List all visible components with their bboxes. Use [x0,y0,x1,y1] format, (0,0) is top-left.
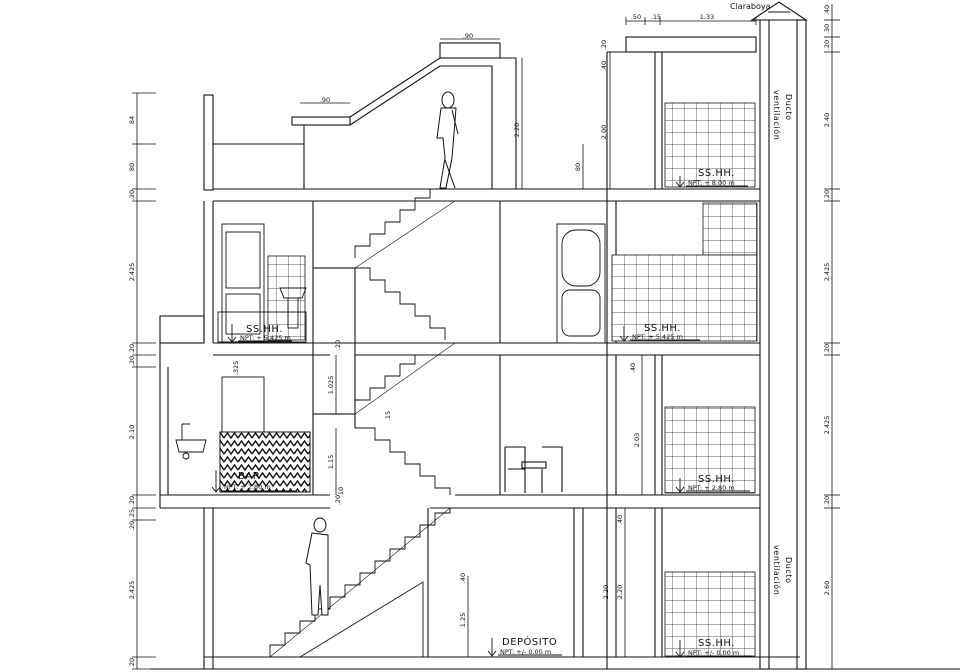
inner-dim-12: .40 [629,363,637,373]
inner-dim-13: .40 [616,515,624,525]
inner-dim-6: 1.025 [327,376,335,395]
inner-dimension-lines [335,52,643,657]
left-dim-1: 80 [128,163,136,171]
inner-dim-15: 1.25 [459,613,467,627]
left-dim-5: .20 [128,356,136,366]
right-dimension-chain [824,4,840,670]
room-label-deposito: DEPÓSITO [502,635,557,648]
right-dim-3: 2.40 [823,113,831,127]
inner-dim-0: 2.20 [513,123,521,137]
inner-dim-7: 1.15 [327,455,335,469]
inner-dim-14: 2.20 [616,585,624,599]
inner-dim-16: .40 [459,573,467,583]
level-deposito: NPT: +/- 0.00 m [500,648,551,656]
right-dim-2: .20 [823,40,831,50]
room-label-sshh-bottom: SS.HH. [698,638,735,649]
room-label-sshh-mid-right: SS.HH. [698,474,735,485]
left-dim-11: .20 [128,658,136,668]
inner-dim-4: .20 [600,40,608,50]
room-label-sshh-upper-left: SS.HH. [246,324,283,335]
wall-tiles [267,102,758,657]
skylight-label: Claraboya [730,2,771,11]
room-label-bar: BAR [238,471,260,482]
right-dim-9: 2.60 [823,581,831,595]
level-upper-left: NPT: + 5.425 m [240,334,291,342]
right-dim-1: .30 [823,24,831,34]
left-dim-0: 84 [128,116,136,124]
left-dim-10: 2.425 [128,581,136,600]
left-dim-9: .20 [128,521,136,531]
inner-dim-17: 2.20 [602,585,610,599]
level-markers [211,176,752,658]
human-figure-lower [305,517,329,616]
right-dim-0: .40 [823,5,831,15]
top-dimension-lines [300,17,757,104]
sanitary-fixtures [175,287,307,460]
dining-chairs [504,446,563,493]
left-dim-7: .20 [128,496,136,506]
level-top: NPT: + 8.00 m [688,179,735,187]
vent-label-upper-1: Ducto [784,94,793,121]
level-upper-right: NPT: + 5.425 m [632,333,683,341]
level-bottom: NPT: +/- 0.00 m [688,649,739,657]
level-bar: NPT: + 2.80 m [224,483,271,491]
left-dim-2: .20 [128,190,136,200]
inner-dim-2: 80 [574,163,582,171]
top-dim-0: .90 [463,32,473,40]
inner-dim-11: 2.03 [633,433,641,447]
building-structure [150,1,960,670]
top-dim-4: 1.33 [700,13,714,21]
bar-counter [219,431,311,493]
top-dim-2: .50 [631,13,641,21]
vent-label-lower-2: ventilación [772,545,782,595]
vent-label-upper-2: ventilación [772,90,782,140]
right-dim-7: 2.425 [823,416,831,435]
vent-label-lower-1: Ducto [784,557,793,584]
inner-dim-5: .20 [334,340,342,350]
right-dim-6: .20 [823,344,831,354]
level-mid-right: NPT: + 2.80 m [688,484,735,492]
top-dim-1: .90 [320,96,330,104]
inner-dim-18: .20 [334,495,342,505]
right-dim-5: 2.425 [823,263,831,282]
room-label-sshh-upper-right: SS.HH. [644,323,681,334]
inner-dim-3: .40 [600,61,608,71]
inner-dim-1: 2.00 [600,125,608,139]
human-figure-upper [436,91,459,189]
right-dim-8: .20 [823,496,831,506]
left-dim-6: 2.10 [128,425,136,439]
inner-dim-10: .325 [232,361,240,375]
room-label-sshh-top: SS.HH. [698,168,735,179]
top-dim-3: .15 [651,13,661,21]
left-dim-4: .20 [128,344,136,354]
left-dim-8: .25 [128,509,136,519]
staircase [269,189,456,658]
inner-dim-8: .10 [337,487,345,497]
right-dim-4: .20 [823,190,831,200]
left-dim-3: 2.425 [128,263,136,282]
inner-dim-9: .15 [384,411,392,421]
